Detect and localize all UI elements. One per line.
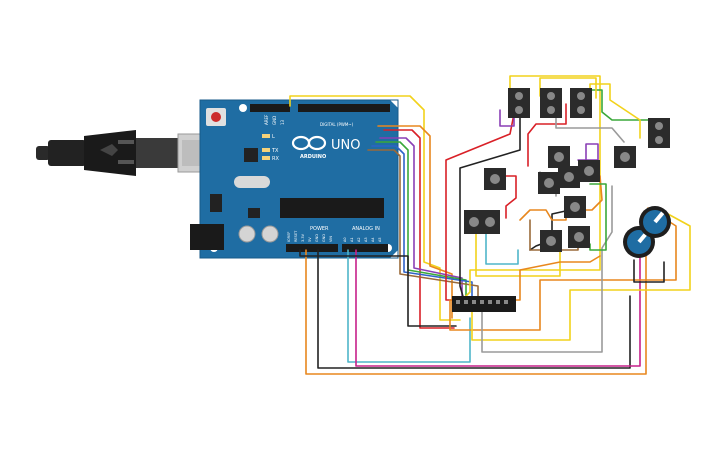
analog-pin-label: A5 xyxy=(378,237,382,242)
pushbutton-4[interactable] xyxy=(648,118,670,148)
wire-orange-5 xyxy=(519,209,567,221)
power-pin-label: RESET xyxy=(294,230,298,242)
arduino-logo: ARDUINO xyxy=(291,135,326,160)
arduino-board: L TX RX ARDUINO UNO AREF GND 13 DIGITAL … xyxy=(190,99,399,259)
gnd-label: GND xyxy=(272,116,277,125)
usb-cable xyxy=(36,130,227,176)
breadboard-header xyxy=(452,296,516,312)
digital-label: DIGITAL (PWM~) xyxy=(320,122,354,127)
pushbutton-13[interactable] xyxy=(540,230,562,252)
pushbutton-5[interactable] xyxy=(548,146,570,168)
uno-logo-text: UNO xyxy=(331,138,360,153)
pushbutton-7[interactable] xyxy=(484,168,506,190)
wire-yellow-4 xyxy=(589,83,641,139)
pin13-label: 13 xyxy=(280,119,285,125)
wire-cyan-2 xyxy=(485,231,519,265)
pushbutton-9[interactable] xyxy=(558,166,580,188)
wire-yellow-3 xyxy=(471,213,691,341)
wire-yellow-6 xyxy=(539,77,597,99)
pushbutton-3[interactable] xyxy=(570,88,592,118)
wire-red-4 xyxy=(505,175,517,219)
wire-red-1 xyxy=(383,129,455,329)
svg-text:ARDUINO: ARDUINO xyxy=(300,154,326,160)
pushbuttons xyxy=(464,88,670,252)
analog-pin-label: A4 xyxy=(371,237,375,242)
wire-black-1 xyxy=(317,249,631,369)
analog-pin-label: A0 xyxy=(343,237,347,242)
pushbutton-1[interactable] xyxy=(508,88,530,118)
wire-yellow-2 xyxy=(461,75,601,301)
led-l-label: L xyxy=(272,134,275,140)
analog-pin-label: A3 xyxy=(364,237,368,242)
wire-gray-3 xyxy=(555,109,625,143)
pushbutton-10[interactable] xyxy=(578,160,600,182)
analog-label: ANALOG IN xyxy=(352,226,380,232)
aref-label: AREF xyxy=(264,114,269,125)
wire-black-2 xyxy=(299,249,457,327)
power-label: POWER xyxy=(310,226,329,232)
power-pin-label: 5V xyxy=(308,237,312,242)
analog-pin-label: A1 xyxy=(350,237,354,242)
wire-orange-3 xyxy=(449,207,677,331)
wire-magenta-1 xyxy=(355,249,641,367)
wire-yellow-1 xyxy=(289,95,461,321)
led-rx-label: RX xyxy=(272,156,279,162)
atmega-chip xyxy=(280,198,384,218)
pushbutton-2[interactable] xyxy=(540,88,562,118)
analog-pin-label: A2 xyxy=(357,237,361,242)
power-pin-label: IOREF xyxy=(287,232,291,242)
wire-yellow-5 xyxy=(475,225,561,277)
wire-purple-1 xyxy=(379,137,463,305)
wire-brown-1 xyxy=(367,149,479,305)
wire-red-3 xyxy=(527,103,567,167)
pushbutton-11[interactable] xyxy=(564,196,586,218)
wire-black-3 xyxy=(459,109,521,301)
pushbutton-14[interactable] xyxy=(568,226,590,248)
power-pin-label: 3.3V xyxy=(301,233,305,242)
wire-green-3 xyxy=(589,183,607,251)
power-jack xyxy=(190,224,224,250)
pushbutton-6[interactable] xyxy=(614,146,636,168)
potentiometer-2[interactable] xyxy=(639,206,671,238)
wire-black-5 xyxy=(633,259,665,283)
wire-orange-1 xyxy=(305,247,647,375)
wire-orange-6 xyxy=(511,255,601,301)
power-pin-label: VIN xyxy=(329,236,333,242)
wire-gray-1 xyxy=(481,185,613,353)
led-tx-label: TX xyxy=(271,148,279,154)
power-pin-label: GND xyxy=(315,234,319,242)
power-pin-label: GND xyxy=(322,234,326,242)
wire-cyan-1 xyxy=(347,249,471,363)
potentiometers xyxy=(623,206,671,258)
pushbutton-8[interactable] xyxy=(538,172,560,194)
pushbutton-12[interactable] xyxy=(464,210,500,234)
